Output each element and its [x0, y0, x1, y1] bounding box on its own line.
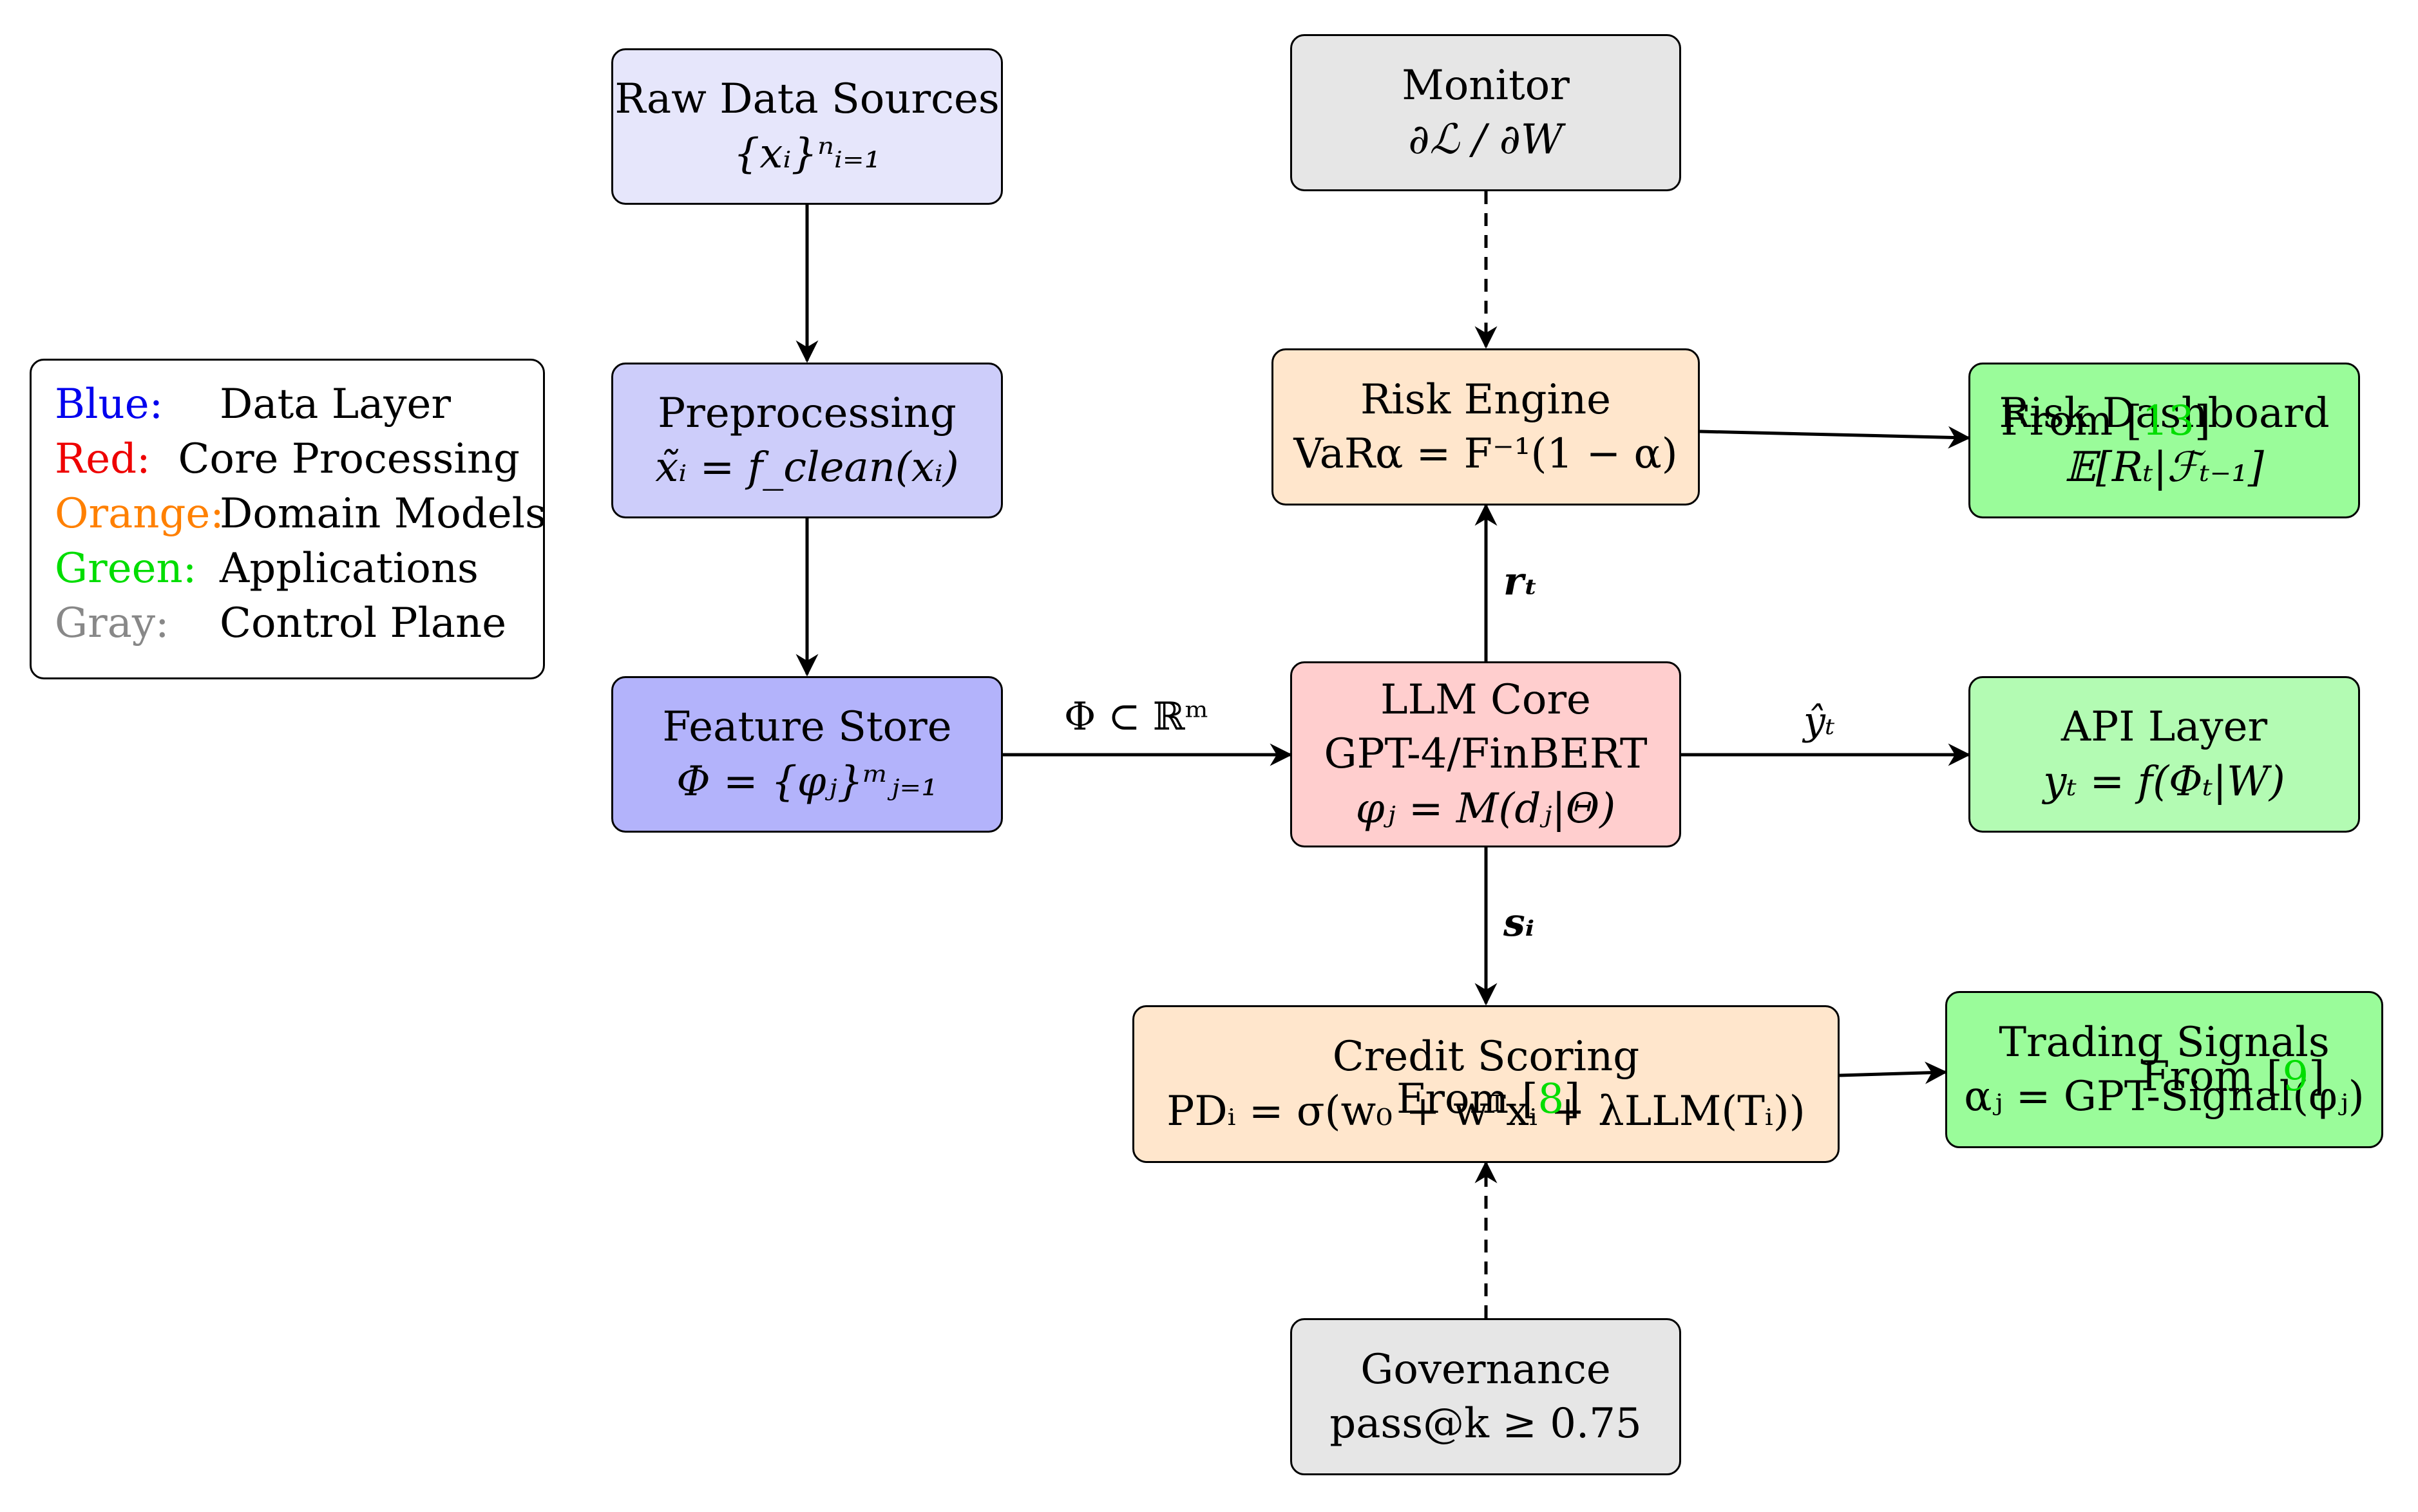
node-title: Trading Signals: [1999, 1018, 2330, 1066]
legend-value: Domain Models: [220, 490, 546, 538]
legend-row-blue: Blue: Data Layer: [55, 377, 520, 432]
citation-trading: From [9]: [2141, 1053, 2325, 1101]
citation-ref-link[interactable]: 8: [1537, 1075, 1565, 1123]
edge-credit-to-trading: [1839, 1061, 1948, 1084]
node-title: Raw Data Sources: [614, 75, 1000, 124]
risk-dashboard-node: Risk Dashboard 𝔼[Rₜ|ℱₜ₋₁]: [1968, 363, 2360, 518]
governance-node: Governance pass@k ≥ 0.75: [1290, 1318, 1681, 1475]
citation-suffix: ]: [2194, 397, 2211, 445]
node-formula: VaRα = F⁻¹(1 − α): [1293, 430, 1678, 478]
node-formula: {xᵢ}ⁿᵢ₌₁: [733, 129, 881, 178]
feature-store-node: Feature Store Φ = {φⱼ}ᵐⱼ₌₁: [611, 676, 1003, 833]
citation-dashboard: From [13]: [2001, 397, 2211, 445]
node-formula: Φ = {φⱼ}ᵐⱼ₌₁: [676, 757, 938, 806]
citation-prefix: From [: [2001, 397, 2142, 445]
credit-scoring-node: Credit Scoring PDᵢ = σ(w₀ + wᵀxᵢ + λLLM(…: [1132, 1005, 1840, 1163]
legend-key: Gray:: [55, 600, 169, 647]
node-title: Monitor: [1402, 61, 1570, 109]
citation-prefix: From [: [2141, 1053, 2283, 1101]
legend-key: Green:: [55, 545, 197, 592]
node-title: Risk Dashboard: [1999, 389, 2330, 437]
legend: Blue: Data Layer Red: Core Processing Or…: [30, 359, 546, 679]
citation-suffix: ]: [1564, 1075, 1581, 1123]
legend-key: Red:: [55, 435, 151, 483]
legend-row-gray: Gray: Control Plane: [55, 596, 520, 651]
node-title: Governance: [1360, 1345, 1611, 1394]
legend-key: Blue:: [55, 381, 164, 428]
edge-label-llm-to-credit: sᵢ: [1503, 900, 1535, 945]
legend-key: Orange:: [55, 490, 224, 538]
legend-row-red: Red: Core Processing: [55, 432, 520, 487]
risk-engine-node: Risk Engine VaRα = F⁻¹(1 − α): [1271, 348, 1700, 506]
node-title: Risk Engine: [1360, 375, 1612, 424]
llm-core-node: LLM Core GPT-4/FinBERT φⱼ = M(dⱼ|Θ): [1290, 661, 1681, 847]
legend-value: Control Plane: [220, 600, 507, 647]
node-subtitle: GPT-4/FinBERT: [1324, 730, 1648, 779]
node-formula: 𝔼[Rₜ|ℱₜ₋₁]: [2064, 444, 2264, 491]
node-formula: PDᵢ = σ(w₀ + wᵀxᵢ + λLLM(Tᵢ)): [1166, 1087, 1805, 1135]
citation-credit: From [8]: [1396, 1075, 1580, 1123]
api-layer-node: API Layer yₜ = f(Φₜ|W): [1968, 676, 2360, 833]
node-title: Preprocessing: [658, 389, 957, 437]
citation-ref-link[interactable]: 13: [2142, 397, 2194, 445]
legend-value: Core Processing: [178, 435, 520, 483]
node-title: LLM Core: [1380, 676, 1591, 724]
node-formula: yₜ = f(Φₜ|W): [2043, 757, 2285, 806]
node-title: Credit Scoring: [1332, 1033, 1640, 1081]
node-formula: x̃ᵢ = f_clean(xᵢ): [655, 444, 959, 491]
node-formula: φⱼ = M(dⱼ|Θ): [1355, 784, 1616, 833]
trading-signals-node: Trading Signals αⱼ = GPT-Signal(φⱼ): [1945, 991, 2383, 1148]
edge-label-llm-to-risk: rₜ: [1503, 559, 1538, 604]
node-formula: ∂ℒ / ∂W: [1408, 116, 1563, 164]
node-title: Feature Store: [662, 703, 952, 751]
legend-row-green: Green: Applications: [55, 542, 520, 596]
node-formula: αⱼ = GPT-Signal(φⱼ): [1964, 1073, 2365, 1120]
node-formula: pass@k ≥ 0.75: [1329, 1400, 1642, 1448]
edge-risk-engine-to-dashboard: [1699, 426, 1971, 449]
monitor-node: Monitor ∂ℒ / ∂W: [1290, 34, 1681, 191]
legend-value: Data Layer: [220, 381, 451, 428]
raw-data-sources-node: Raw Data Sources {xᵢ}ⁿᵢ₌₁: [611, 48, 1003, 205]
node-title: API Layer: [2061, 703, 2268, 751]
edge-label-feature-to-llm: Φ ⊂ ℝᵐ: [1064, 694, 1209, 739]
preprocessing-node: Preprocessing x̃ᵢ = f_clean(xᵢ): [611, 363, 1003, 518]
citation-suffix: ]: [2309, 1053, 2325, 1101]
edge-label-llm-to-api: ŷₜ: [1804, 699, 1835, 744]
citation-prefix: From [: [1396, 1075, 1538, 1123]
citation-ref-link[interactable]: 9: [2282, 1053, 2309, 1101]
legend-value: Applications: [220, 545, 479, 592]
legend-row-orange: Orange: Domain Models: [55, 487, 546, 542]
